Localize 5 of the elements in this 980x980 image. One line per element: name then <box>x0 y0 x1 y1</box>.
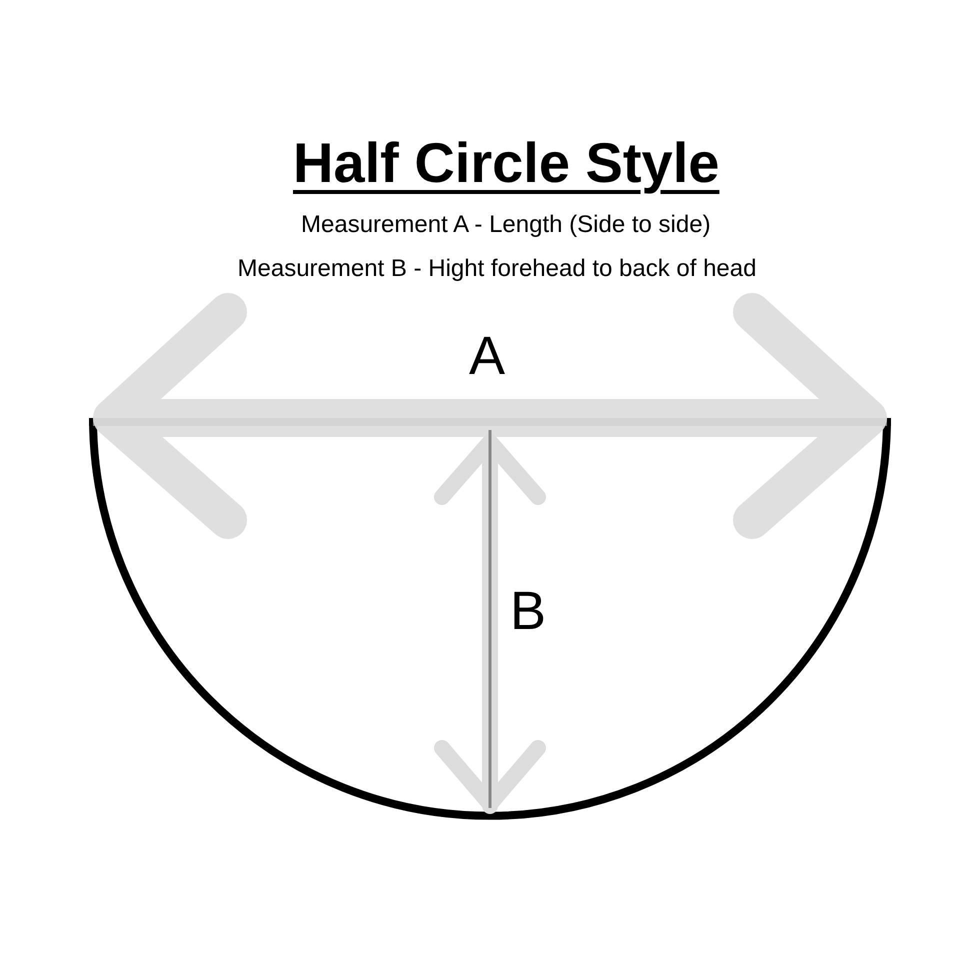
measurement-note: Measurement A - Length (Side to side) <box>301 211 711 239</box>
measurement-note: Measurement B - Hight forehead to back of head <box>238 255 756 283</box>
diagram-title: Half Circle Style <box>293 131 720 196</box>
dimension-label: A <box>469 325 506 388</box>
dimension-label: B <box>510 580 546 642</box>
